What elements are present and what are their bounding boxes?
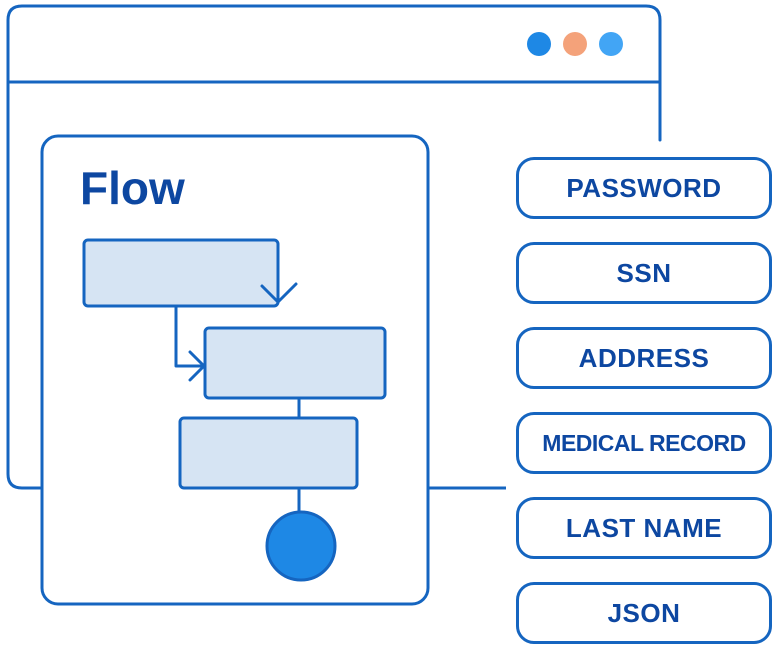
- step-1-to-step-2-arrow: [174, 304, 206, 382]
- field-chip-label: MEDICAL RECORD: [542, 429, 746, 456]
- field-chip-label: PASSWORD: [566, 172, 722, 203]
- field-chip-medical-record[interactable]: MEDICAL RECORD: [516, 412, 772, 474]
- field-chip-ssn[interactable]: SSN: [516, 242, 772, 304]
- field-chip-label: SSN: [616, 257, 672, 288]
- step-1-return-arrow: [260, 268, 298, 304]
- field-chip-json[interactable]: JSON: [516, 582, 772, 644]
- flow-title: Flow: [80, 162, 185, 214]
- window-dot-orange[interactable]: [563, 32, 587, 56]
- flow-step-3[interactable]: [178, 416, 359, 490]
- field-chip-label: LAST NAME: [565, 512, 723, 543]
- field-chip-label: ADDRESS: [578, 342, 710, 373]
- window-dot-blue[interactable]: [527, 32, 551, 56]
- browser-window-frame: [6, 4, 662, 490]
- field-chip-password[interactable]: PASSWORD: [516, 157, 772, 219]
- field-chip-label: JSON: [607, 597, 681, 628]
- field-chip-address[interactable]: ADDRESS: [516, 327, 772, 389]
- field-chip-last-name[interactable]: LAST NAME: [516, 497, 772, 559]
- flow-step-2[interactable]: [203, 326, 387, 400]
- window-dot-lightblue[interactable]: [599, 32, 623, 56]
- flow-end-node[interactable]: [265, 510, 337, 582]
- flow-step-1[interactable]: [82, 238, 280, 308]
